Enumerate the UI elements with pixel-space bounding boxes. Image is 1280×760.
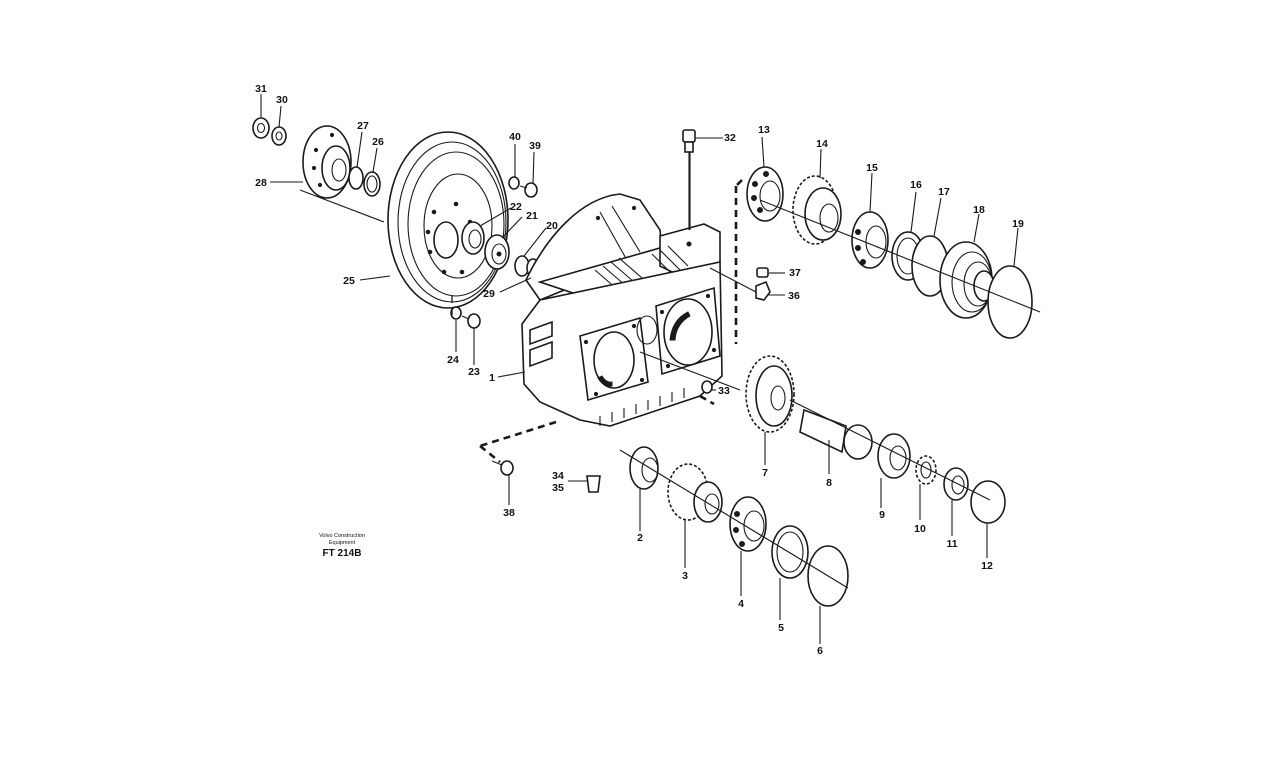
part-3-gear bbox=[667, 463, 723, 523]
callout-21: 21 bbox=[526, 210, 538, 222]
callout-36: 36 bbox=[788, 290, 800, 302]
callout-38: 38 bbox=[503, 507, 515, 519]
callout-15: 15 bbox=[866, 162, 878, 174]
part-36-elbow-fitting bbox=[755, 280, 771, 301]
part-8-shaft bbox=[799, 408, 873, 460]
part-23-bolt bbox=[461, 313, 481, 329]
part-32-dipstick bbox=[682, 129, 696, 230]
callout-20: 20 bbox=[546, 220, 558, 232]
leader-lines bbox=[260, 94, 1019, 644]
part-24-washer bbox=[450, 306, 462, 320]
part-34-35-plug bbox=[586, 475, 601, 493]
callout-4: 4 bbox=[738, 598, 744, 610]
callout-35: 35 bbox=[552, 482, 564, 494]
part-1-gearbox-housing bbox=[521, 193, 741, 427]
callout-14: 14 bbox=[816, 138, 828, 150]
publisher-line-1: Volvo Construction bbox=[319, 533, 365, 539]
part-12-cover bbox=[970, 480, 1006, 524]
callout-7: 7 bbox=[762, 467, 768, 479]
part-40-washer bbox=[508, 176, 520, 190]
part-37-cap bbox=[756, 267, 769, 278]
part-10-lock-washer bbox=[915, 455, 937, 485]
part-4-bearing bbox=[729, 496, 767, 552]
part-39-bolt bbox=[519, 182, 538, 198]
part-15-bearing bbox=[851, 211, 889, 269]
part-5-ring bbox=[771, 525, 809, 579]
part-33-plug bbox=[701, 380, 713, 394]
callout-19: 19 bbox=[1012, 218, 1024, 230]
callout-11: 11 bbox=[946, 538, 957, 550]
part-31-nut bbox=[252, 117, 270, 139]
callout-8: 8 bbox=[826, 477, 832, 489]
part-26-seal-ring bbox=[363, 171, 381, 197]
callout-27: 27 bbox=[357, 120, 369, 132]
callout-2: 2 bbox=[637, 532, 643, 544]
part-18-coupling bbox=[939, 241, 995, 319]
part-25-flywheel bbox=[387, 131, 509, 309]
part-30-lock-washer bbox=[271, 126, 287, 146]
callout-22: 22 bbox=[510, 201, 522, 213]
callout-25: 25 bbox=[343, 275, 355, 287]
callout-9: 9 bbox=[879, 509, 885, 521]
part-38-bolt bbox=[491, 460, 514, 476]
callout-37: 37 bbox=[789, 267, 801, 279]
part-22-bearing bbox=[461, 221, 485, 255]
callout-39: 39 bbox=[529, 140, 541, 152]
part-11-nut bbox=[943, 467, 969, 501]
part-21-bearing bbox=[484, 234, 510, 270]
callout-28: 28 bbox=[255, 177, 267, 189]
part-14-gear bbox=[792, 175, 842, 245]
part-13-bearing bbox=[746, 166, 784, 222]
callout-12: 12 bbox=[981, 560, 993, 572]
callout-40: 40 bbox=[509, 131, 521, 143]
callout-32: 32 bbox=[724, 132, 736, 144]
callout-3: 3 bbox=[682, 570, 688, 582]
callout-13: 13 bbox=[758, 124, 770, 136]
callout-31: 31 bbox=[255, 83, 267, 95]
part-2-bearing bbox=[629, 446, 659, 490]
callout-34: 34 bbox=[552, 470, 564, 482]
callout-30: 30 bbox=[276, 94, 288, 106]
callout-10: 10 bbox=[914, 523, 926, 535]
figure-reference-block: Volvo Construction Equipment FT 214B bbox=[319, 533, 365, 559]
callout-6: 6 bbox=[817, 645, 823, 657]
part-9-bearing bbox=[877, 433, 911, 479]
part-19-retaining-ring bbox=[987, 265, 1033, 339]
part-28-hub bbox=[302, 125, 352, 199]
publisher-line-2: Equipment bbox=[329, 540, 356, 546]
part-27-o-ring bbox=[348, 166, 364, 190]
callout-17: 17 bbox=[938, 186, 950, 198]
callout-24: 24 bbox=[447, 354, 459, 366]
callout-5: 5 bbox=[778, 622, 784, 634]
callout-26: 26 bbox=[372, 136, 384, 148]
callout-29: 29 bbox=[483, 288, 495, 300]
callout-18: 18 bbox=[973, 204, 985, 216]
callout-33: 33 bbox=[718, 385, 730, 397]
figure-ref: FT 214B bbox=[323, 548, 362, 559]
callout-labels: 31 30 27 26 28 25 40 39 22 21 20 29 24 2… bbox=[255, 83, 1024, 657]
callout-23: 23 bbox=[468, 366, 480, 378]
callout-1: 1 bbox=[489, 372, 495, 384]
callout-16: 16 bbox=[910, 179, 922, 191]
part-7-gear bbox=[745, 355, 795, 433]
